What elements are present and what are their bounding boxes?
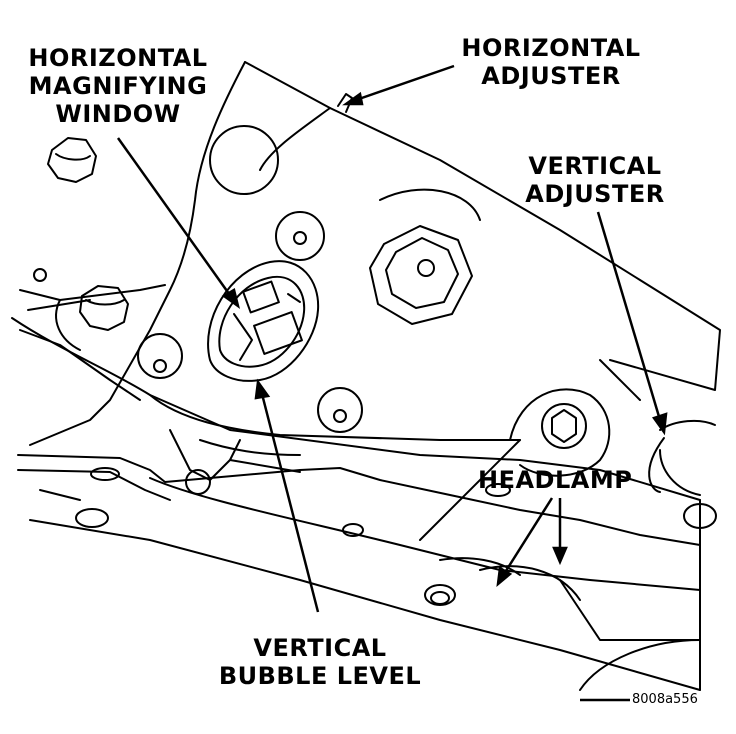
lower-screw <box>317 387 363 433</box>
headlamp-housing <box>11 317 717 691</box>
mid-screw <box>137 333 183 379</box>
top-left-bolt <box>47 137 97 183</box>
label-vertical-adjuster: VERTICAL ADJUSTER <box>525 152 665 208</box>
figure-code: 8008a556 <box>632 692 698 707</box>
headlamp-pivot-ring <box>419 388 611 541</box>
round-hole <box>209 125 279 195</box>
leader-lines <box>116 64 668 702</box>
bracket-plate <box>29 61 721 456</box>
vertical-adjuster-knob <box>648 419 716 496</box>
label-headlamp: HEADLAMP <box>478 466 633 494</box>
upper-screw <box>275 211 325 261</box>
left-bracket <box>19 268 166 401</box>
left-bolt <box>79 285 129 331</box>
pivot-link <box>169 429 301 495</box>
label-horizontal-magnifying-window: HORIZONTAL MAGNIFYING WINDOW <box>28 44 208 128</box>
large-hex-nut <box>369 225 473 325</box>
label-vertical-bubble-level: VERTICAL BUBBLE LEVEL <box>218 634 422 690</box>
bubble-level-window <box>207 260 320 382</box>
label-horizontal-adjuster: HORIZONTAL ADJUSTER <box>461 34 641 90</box>
